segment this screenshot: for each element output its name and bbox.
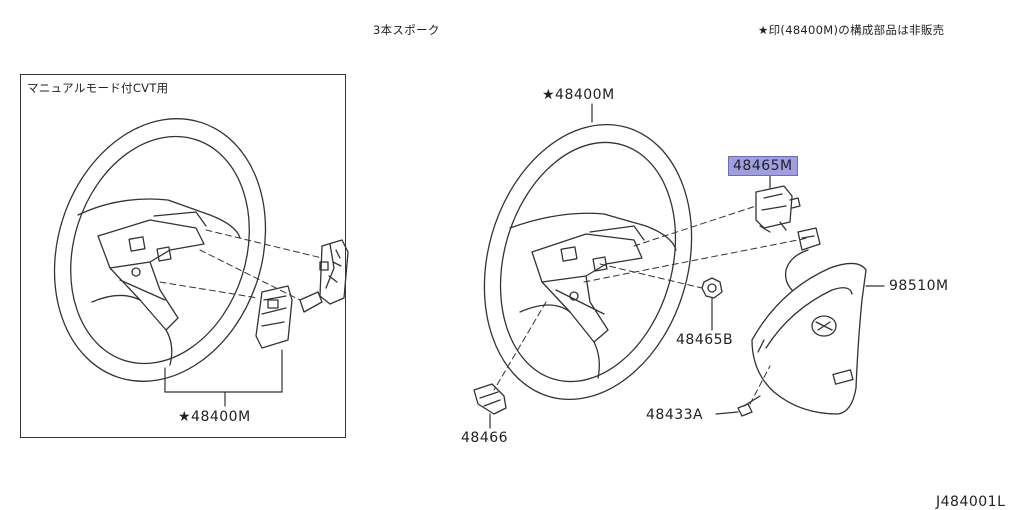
part-label-48465B[interactable]: 48465B (676, 332, 734, 348)
not-sold-note: ★印(48400M)の構成部品は非販売 (758, 23, 945, 37)
inset-steering-wheel (53, 118, 267, 382)
inset-paddle-switch-left (255, 285, 323, 349)
bracket-48465M-part (755, 185, 801, 233)
airbag-module-98510M-part (751, 262, 867, 415)
main-steering-wheel (483, 123, 693, 401)
part-label-48465M-highlighted[interactable]: 48465M (728, 156, 798, 176)
part-label-48466[interactable]: 48466 (461, 430, 509, 446)
airbag-connector (784, 227, 821, 291)
part-label-48400M[interactable]: ★48400M (542, 87, 615, 103)
inset-box-cvt-variant (20, 74, 346, 438)
inset-caption: マニュアルモード付CVT用 (27, 81, 169, 95)
lower-cover-48466-part (473, 383, 507, 415)
nut-48465B-part (701, 277, 723, 299)
inset-paddle-switch-right (319, 239, 349, 305)
inset-part-label-48400M: ★48400M (178, 409, 251, 425)
part-label-98510M[interactable]: 98510M (889, 278, 949, 294)
diagram-title: 3本スポーク (373, 23, 440, 37)
bolt-48433A-part (737, 395, 761, 417)
part-label-48433A[interactable]: 48433A (646, 407, 704, 423)
diagram-code: J484001L (936, 494, 1006, 510)
